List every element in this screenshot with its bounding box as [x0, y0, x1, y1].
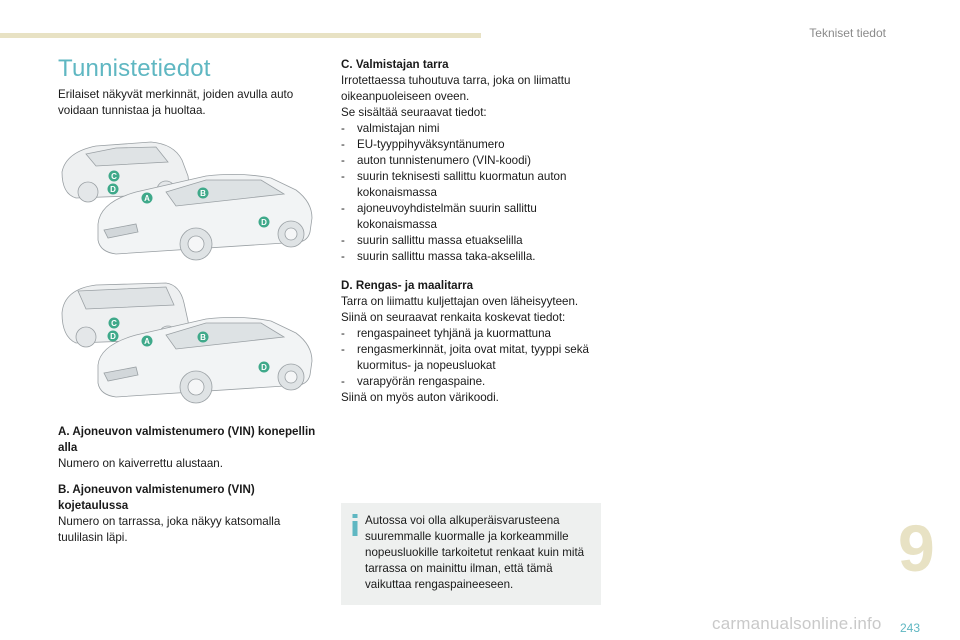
section-title: Tekniset tiedot	[809, 26, 886, 40]
label-b: B	[200, 333, 206, 342]
list-item: valmistajan nimi	[341, 121, 611, 137]
label-b: B	[200, 189, 206, 198]
label-d: D	[110, 185, 116, 194]
label-c: C	[111, 172, 117, 181]
list-item: rengaspaineet tyhjänä ja kuormattuna	[341, 326, 611, 342]
car-diagram-sedan: C D A B D	[61, 141, 313, 261]
list-item: suurin sallittu massa etuakselilla	[341, 233, 611, 249]
list-item: EU-tyyppihyväksyntänumero	[341, 137, 611, 153]
block-c-heading: C. Valmistajan tarra	[341, 58, 449, 71]
chapter-number: 9	[898, 511, 935, 585]
info-note: Autossa voi olla alkuperäisvarusteena su…	[341, 503, 601, 605]
list-item: suurin sallittu massa taka-akselilla.	[341, 249, 611, 265]
list-item: varapyörän rengaspaine.	[341, 374, 611, 390]
block-c-text: Irrotettaessa tuhoutuva tarra, joka on l…	[341, 74, 571, 103]
block-a-text: Numero on kaiverrettu alustaan.	[58, 457, 223, 470]
block-c-list: valmistajan nimi EU-tyyppihyväksyntänume…	[341, 121, 611, 265]
block-b-text: Numero on tarrassa, joka näkyy katsomall…	[58, 515, 281, 544]
list-item: rengasmerkinnät, joita ovat mitat, tyypp…	[341, 342, 611, 374]
label-d-front: D	[261, 218, 267, 227]
list-item: suurin teknisesti sallittu kuormatun aut…	[341, 169, 611, 201]
watermark: carmanualsonline.info	[712, 614, 882, 633]
block-d-footer: Siinä on myös auton värikoodi.	[341, 391, 499, 404]
block-d-intro: Siinä on seuraavat renkaita koskevat tie…	[341, 311, 566, 324]
header-bar	[0, 33, 481, 38]
list-item: ajoneuvoyhdistelmän suurin sallittu koko…	[341, 201, 611, 233]
block-b: B. Ajoneuvon valmistenumero (VIN) kojeta…	[58, 482, 320, 546]
label-a: A	[144, 194, 150, 203]
label-d-front: D	[261, 363, 267, 372]
block-b-heading: B. Ajoneuvon valmistenumero (VIN) kojeta…	[58, 483, 255, 512]
block-d: D. Rengas- ja maalitarra Tarra on liimat…	[341, 278, 611, 406]
block-d-heading: D. Rengas- ja maalitarra	[341, 279, 474, 292]
label-c: C	[111, 319, 117, 328]
car-diagram-sw: C D A B D	[61, 282, 313, 404]
list-item: auton tunnistenumero (VIN-koodi)	[341, 153, 611, 169]
intro-text: Erilaiset näkyvät merkinnät, joiden avul…	[58, 88, 294, 117]
page-number: 243	[900, 621, 921, 635]
label-d: D	[110, 332, 116, 341]
block-c-intro: Se sisältää seuraavat tiedot:	[341, 106, 487, 119]
info-note-text: Autossa voi olla alkuperäisvarusteena su…	[365, 514, 585, 591]
block-c: C. Valmistajan tarra Irrotettaessa tuhou…	[341, 57, 611, 265]
label-a: A	[144, 337, 150, 346]
block-d-list: rengaspaineet tyhjänä ja kuormattuna ren…	[341, 326, 611, 390]
info-icon	[352, 514, 358, 536]
block-d-text: Tarra on liimattu kuljettajan oven lähei…	[341, 295, 579, 308]
page-title: Tunnistetiedot	[58, 55, 211, 82]
block-a-heading: A. Ajoneuvon valmistenumero (VIN) konepe…	[58, 425, 316, 454]
block-a: A. Ajoneuvon valmistenumero (VIN) konepe…	[58, 424, 320, 472]
